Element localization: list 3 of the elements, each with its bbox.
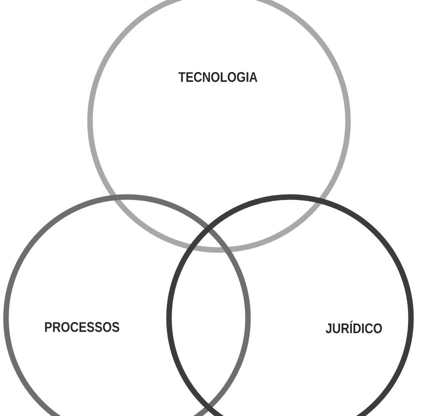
circle-label: TECNOLOGIA [178,72,258,82]
circle-label: JURÍDICO [326,320,382,334]
circle-label: PROCESSOS [45,322,120,332]
